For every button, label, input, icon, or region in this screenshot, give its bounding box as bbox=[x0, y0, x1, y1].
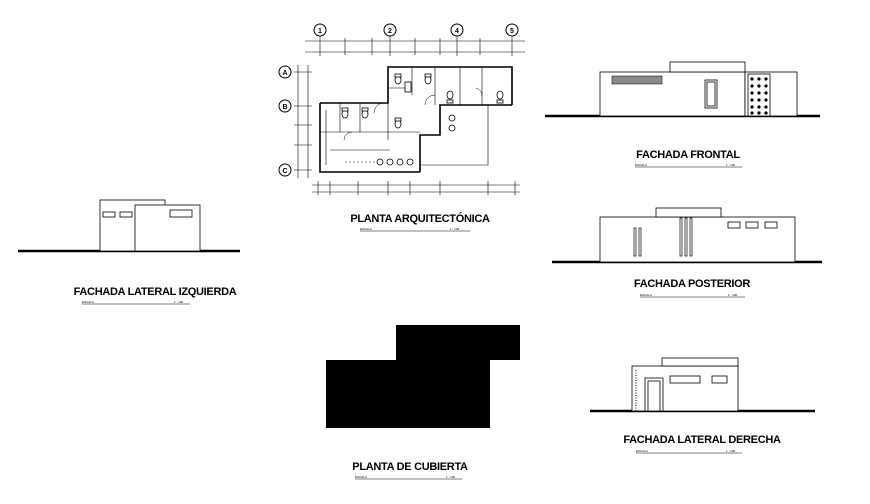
grid-axis-b: B bbox=[278, 99, 292, 113]
roof-plan-title: PLANTA DE CUBIERTA bbox=[352, 461, 468, 473]
facade-band bbox=[611, 75, 663, 85]
svg-text:A: A bbox=[282, 70, 287, 77]
right-elevation-title: FACHADA LATERAL DERECHA bbox=[623, 434, 781, 446]
left-elevation-title: FACHADA LATERAL IZQUIERDA bbox=[74, 286, 237, 298]
grid-axis-c: C bbox=[278, 163, 292, 177]
front-elevation-scale-value: 1 : 100 bbox=[726, 163, 736, 167]
roof-plan-scale-label: ESCALA bbox=[355, 475, 367, 479]
grid-axis-2: 2 bbox=[383, 23, 397, 37]
rear-elevation-scale-label: ESCALA bbox=[640, 293, 652, 297]
left-elevation-scale-label: ESCALA bbox=[82, 300, 94, 304]
svg-text:B: B bbox=[282, 104, 287, 111]
right-elevation-scale-label: ESCALA bbox=[636, 449, 648, 453]
left-elevation: FACHADA LATERAL IZQUIERDA ESCALA 1 : 100 bbox=[18, 199, 240, 305]
plan-scale-label: ESCALA bbox=[360, 227, 372, 231]
svg-text:5: 5 bbox=[510, 28, 514, 35]
plan-scale-value: 1 : 100 bbox=[450, 227, 460, 231]
grid-axis-4: 4 bbox=[450, 23, 464, 37]
right-elevation: FACHADA LATERAL DERECHA ESCALA 1 : 100 bbox=[590, 357, 815, 454]
plan-title: PLANTA ARQUITECTÓNICA bbox=[350, 212, 490, 225]
svg-text:1: 1 bbox=[318, 28, 322, 35]
grid-axis-1: 1 bbox=[313, 23, 327, 37]
svg-text:C: C bbox=[282, 168, 287, 175]
grid-axis-5: 5 bbox=[505, 23, 519, 37]
left-elevation-scale-value: 1 : 100 bbox=[174, 300, 184, 304]
svg-text:2: 2 bbox=[388, 28, 392, 35]
floor-plan: 1 2 4 5 A B C bbox=[278, 23, 525, 232]
svg-text:4: 4 bbox=[455, 28, 459, 35]
rear-elevation-title: FACHADA POSTERIOR bbox=[634, 278, 750, 290]
right-elevation-scale-value: 1 : 100 bbox=[726, 449, 736, 453]
front-elevation-scale-label: ESCALA bbox=[635, 163, 647, 167]
roof-plan: PLANTA DE CUBIERTA ESCALA 1 : 100 bbox=[326, 325, 520, 480]
front-elevation-title: FACHADA FRONTAL bbox=[636, 149, 740, 161]
roof-plan-scale-value: 1 : 100 bbox=[446, 475, 456, 479]
front-elevation: FACHADA FRONTAL ESCALA 1 : 100 bbox=[545, 61, 820, 168]
grid-axis-a: A bbox=[278, 65, 292, 79]
rear-elevation: FACHADA POSTERIOR ESCALA 1 : 100 bbox=[552, 207, 822, 298]
rear-elevation-scale-value: 1 : 100 bbox=[728, 293, 738, 297]
